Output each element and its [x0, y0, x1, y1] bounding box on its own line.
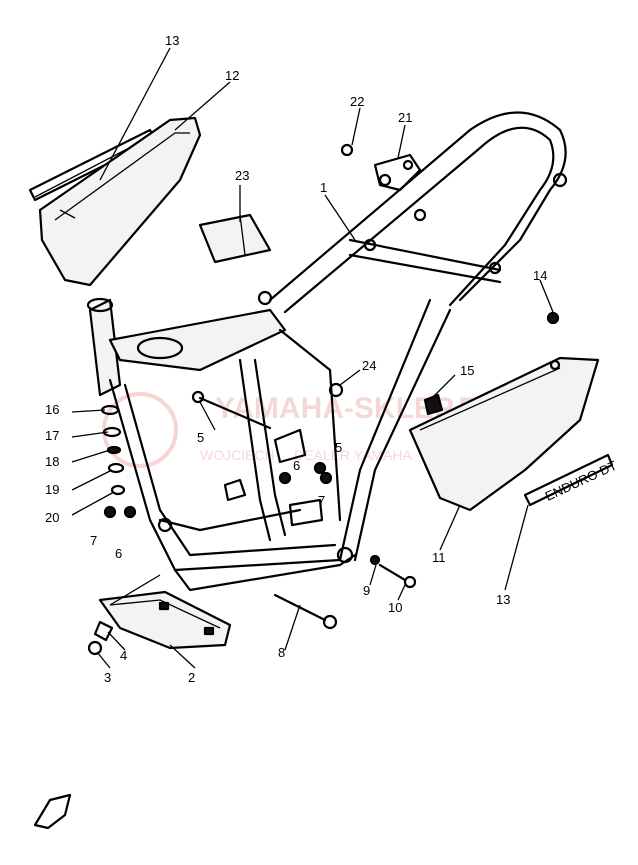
- bracket-21: [373, 153, 422, 192]
- bolt-3: [87, 640, 103, 656]
- bolt-8: [273, 593, 338, 630]
- skid-plate: [98, 590, 232, 650]
- callout-22: 22: [350, 94, 364, 109]
- callout-18: 18: [45, 454, 59, 469]
- callout-4: 4: [120, 648, 127, 663]
- callout-14: 14: [533, 268, 547, 283]
- bolt-10: [378, 563, 417, 589]
- main-frame: [86, 111, 568, 592]
- nut-24: [328, 382, 344, 398]
- callout-17: 17: [45, 428, 59, 443]
- callout-21: 21: [398, 110, 412, 125]
- callout-10: 10: [388, 600, 402, 615]
- callout-23: 23: [235, 168, 249, 183]
- callout-13-top: 13: [165, 33, 179, 48]
- collar-4: [93, 620, 114, 642]
- side-cover-right: [408, 356, 600, 512]
- callout-20: 20: [45, 510, 59, 525]
- bolt-22: [340, 143, 354, 157]
- side-cover-left: [38, 116, 202, 287]
- grommet-15: [423, 393, 444, 416]
- decal-right: ENDURO DT: [523, 453, 619, 507]
- leader-lines: [71, 47, 554, 669]
- bolt-5-upper: [191, 390, 272, 430]
- callout-6: 6: [115, 546, 122, 561]
- callout-6b: 6: [293, 458, 300, 473]
- callout-5b: 5: [335, 440, 342, 455]
- callout-2: 2: [188, 670, 195, 685]
- callout-24: 24: [362, 358, 376, 373]
- battery-box: [198, 213, 272, 264]
- callout-labels: 1 2 3 4 5 6 7 8 9 10 11 12 13 14 15 16 1…: [45, 33, 547, 685]
- washer-9: [369, 554, 381, 566]
- callout-3: 3: [104, 670, 111, 685]
- callout-13-bottom: 13: [496, 592, 510, 607]
- callout-9: 9: [363, 583, 370, 598]
- callout-11: 11: [432, 550, 446, 565]
- nut-14: [546, 311, 560, 325]
- callout-5: 5: [197, 430, 204, 445]
- front-arrow-icon: ENDURO DT: [33, 793, 72, 830]
- fasteners-6-7: [103, 461, 333, 519]
- callout-15: 15: [460, 363, 474, 378]
- callout-19: 19: [45, 482, 59, 497]
- callout-12: 12: [225, 68, 239, 83]
- callout-7: 7: [90, 533, 97, 548]
- callout-16: 16: [45, 402, 59, 417]
- callout-7b: 7: [318, 493, 325, 508]
- watermark-sub: WOJCIECH ... DEALER YAMAHA: [200, 447, 413, 463]
- callout-1: 1: [320, 180, 327, 195]
- callout-8: 8: [278, 645, 285, 660]
